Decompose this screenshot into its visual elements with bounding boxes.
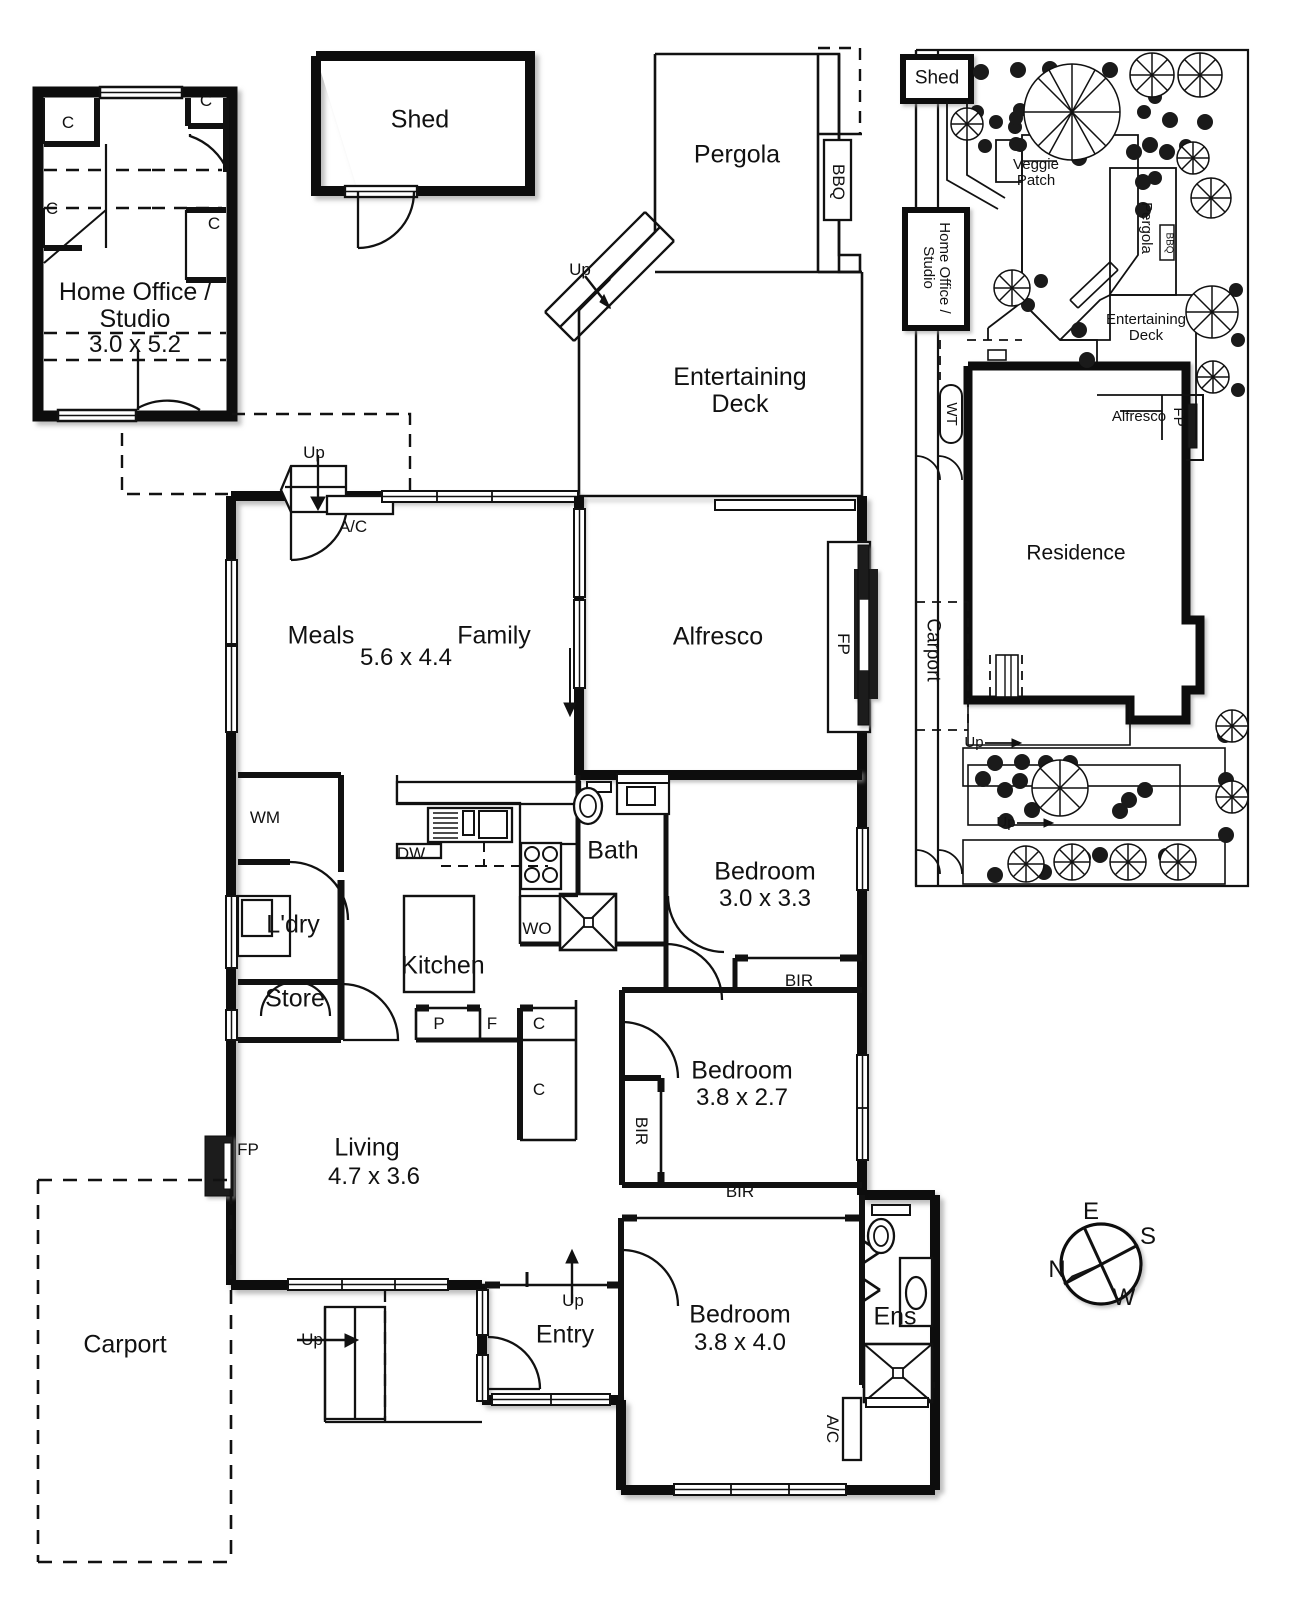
compass-south-label: S bbox=[1139, 1223, 1157, 1251]
living-label: Living bbox=[334, 1133, 400, 1162]
meals-dimensions: 5.6 x 4.4 bbox=[359, 644, 453, 672]
compass-east-label: E bbox=[1082, 1198, 1100, 1226]
site-fireplace-label: FP bbox=[1170, 407, 1188, 427]
site-water-tank-label: WT bbox=[943, 402, 961, 426]
entry-up-label: Up bbox=[562, 1290, 584, 1310]
studio-cupboard-3: C bbox=[45, 198, 59, 218]
bedroom-2-label: Bedroom bbox=[691, 1056, 793, 1085]
aircon-label-upper: A/C bbox=[338, 516, 368, 536]
bedroom-1-label: Bedroom bbox=[714, 857, 816, 886]
carport-label: Carport bbox=[83, 1330, 167, 1359]
studio-title: Home Office / Studio bbox=[58, 278, 212, 333]
bath-label: Bath bbox=[587, 836, 639, 865]
meals-label: Meals bbox=[287, 621, 355, 650]
site-residence-label: Residence bbox=[1026, 541, 1126, 565]
site-pergola-label: Pergola bbox=[1138, 202, 1156, 254]
bedroom-1-dimensions: 3.0 x 3.3 bbox=[718, 885, 812, 913]
site-bbq-label: BBQ bbox=[1163, 232, 1175, 254]
pergola-label: Pergola bbox=[693, 140, 781, 169]
site-entertaining-deck-label: Entertaining Deck bbox=[1105, 310, 1187, 344]
entertaining-deck-label: Entertaining Deck bbox=[673, 363, 807, 418]
living-fireplace-label: FP bbox=[237, 1139, 259, 1159]
site-alfresco-label: Alfresco bbox=[1111, 407, 1167, 425]
washing-machine-label: WM bbox=[249, 807, 281, 827]
studio-cupboard-1: C bbox=[61, 112, 75, 132]
family-label: Family bbox=[457, 621, 531, 650]
up-label-upper: Up bbox=[303, 442, 325, 462]
bedroom-2-dimensions: 3.8 x 2.7 bbox=[695, 1084, 789, 1112]
site-veggie-patch-label: Veggie Patch bbox=[1013, 155, 1059, 189]
bedroom-3-label: Bedroom bbox=[689, 1300, 791, 1329]
living-dimensions: 4.7 x 3.6 bbox=[327, 1163, 421, 1191]
pantry-label: P bbox=[433, 1013, 445, 1033]
site-carport-label: Carport bbox=[922, 618, 944, 682]
bedroom-3-dimensions: 3.8 x 4.0 bbox=[693, 1329, 787, 1357]
entry-label: Entry bbox=[535, 1320, 595, 1349]
alfresco-label: Alfresco bbox=[672, 622, 764, 651]
laundry-label: L'dry bbox=[266, 910, 320, 939]
shed-label: Shed bbox=[390, 105, 450, 134]
kitchen-label: Kitchen bbox=[401, 951, 485, 980]
bedroom-1-robe-label: BIR bbox=[784, 970, 814, 990]
entry-stairs-up-label: Up bbox=[301, 1329, 323, 1349]
studio-dimensions: 3.0 x 5.2 bbox=[88, 331, 182, 359]
studio-cupboard-2: C bbox=[199, 90, 213, 110]
store-label: Store bbox=[265, 984, 325, 1013]
fridge-label: F bbox=[486, 1013, 498, 1033]
deck-stairs-up-label: Up bbox=[569, 259, 591, 279]
site-plan-group bbox=[900, 48, 1250, 888]
bedroom-2-robe-bottom-label: BIR bbox=[725, 1181, 755, 1201]
bbq-label: BBQ bbox=[829, 164, 849, 200]
wall-oven-label: WO bbox=[522, 918, 552, 938]
aircon-label-lower: A/C bbox=[823, 1414, 843, 1444]
cupboard-lower-label: C bbox=[532, 1079, 546, 1099]
compass-west-label: W bbox=[1112, 1284, 1136, 1312]
compass-north-label: N bbox=[1048, 1256, 1066, 1284]
studio-outline bbox=[32, 86, 238, 422]
cupboard-upper-label: C bbox=[532, 1013, 546, 1033]
bedroom-2-robe-side-label: BIR bbox=[632, 1116, 652, 1146]
alfresco-fireplace-label: FP bbox=[834, 633, 854, 655]
site-up-label-1: Up bbox=[964, 733, 984, 751]
studio-cupboard-4: C bbox=[207, 213, 221, 233]
site-home-office-label: Home Office / Studio bbox=[920, 222, 954, 314]
dishwasher-label: DW bbox=[396, 843, 426, 863]
ensuite-label: Ens bbox=[873, 1302, 917, 1331]
site-up-label-2: Up bbox=[996, 813, 1016, 831]
site-shed-label: Shed bbox=[914, 67, 960, 89]
